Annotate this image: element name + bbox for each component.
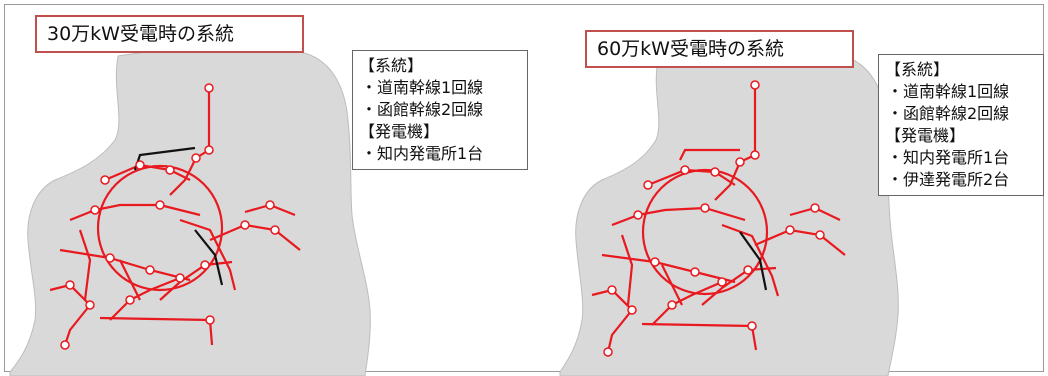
left-legend-system-item-1: ・道南幹線1回線 (361, 78, 484, 97)
left-legend-generator-item-1: ・知内発電所1台 (361, 144, 484, 163)
right-legend-generator-item-2: ・伊達発電所2台 (887, 170, 1010, 189)
left-panel-title: 30万kW受電時の系統 (35, 15, 304, 53)
right-legend-generator-heading: 【発電機】 (885, 126, 966, 145)
right-legend-system-item-1: ・道南幹線1回線 (887, 82, 1010, 101)
right-legend-system-item-2: ・函館幹線2回線 (887, 104, 1010, 123)
left-legend-system-item-2: ・函館幹線2回線 (361, 100, 484, 119)
right-panel-title: 60万kW受電時の系統 (585, 30, 854, 68)
right-legend: 【系統】 ・道南幹線1回線 ・函館幹線2回線 【発電機】 ・知内発電所1台 ・伊… (878, 54, 1044, 196)
left-grid-map (9, 46, 371, 376)
left-legend: 【系統】 ・道南幹線1回線 ・函館幹線2回線 【発電機】 ・知内発電所1台 (352, 50, 528, 170)
left-legend-system-heading: 【系統】 (359, 56, 424, 75)
right-grid-map (559, 49, 899, 376)
right-map-shape (559, 49, 899, 376)
right-legend-system-heading: 【系統】 (885, 60, 950, 79)
left-legend-generator-heading: 【発電機】 (359, 122, 440, 141)
right-legend-generator-item-1: ・知内発電所1台 (887, 148, 1010, 167)
